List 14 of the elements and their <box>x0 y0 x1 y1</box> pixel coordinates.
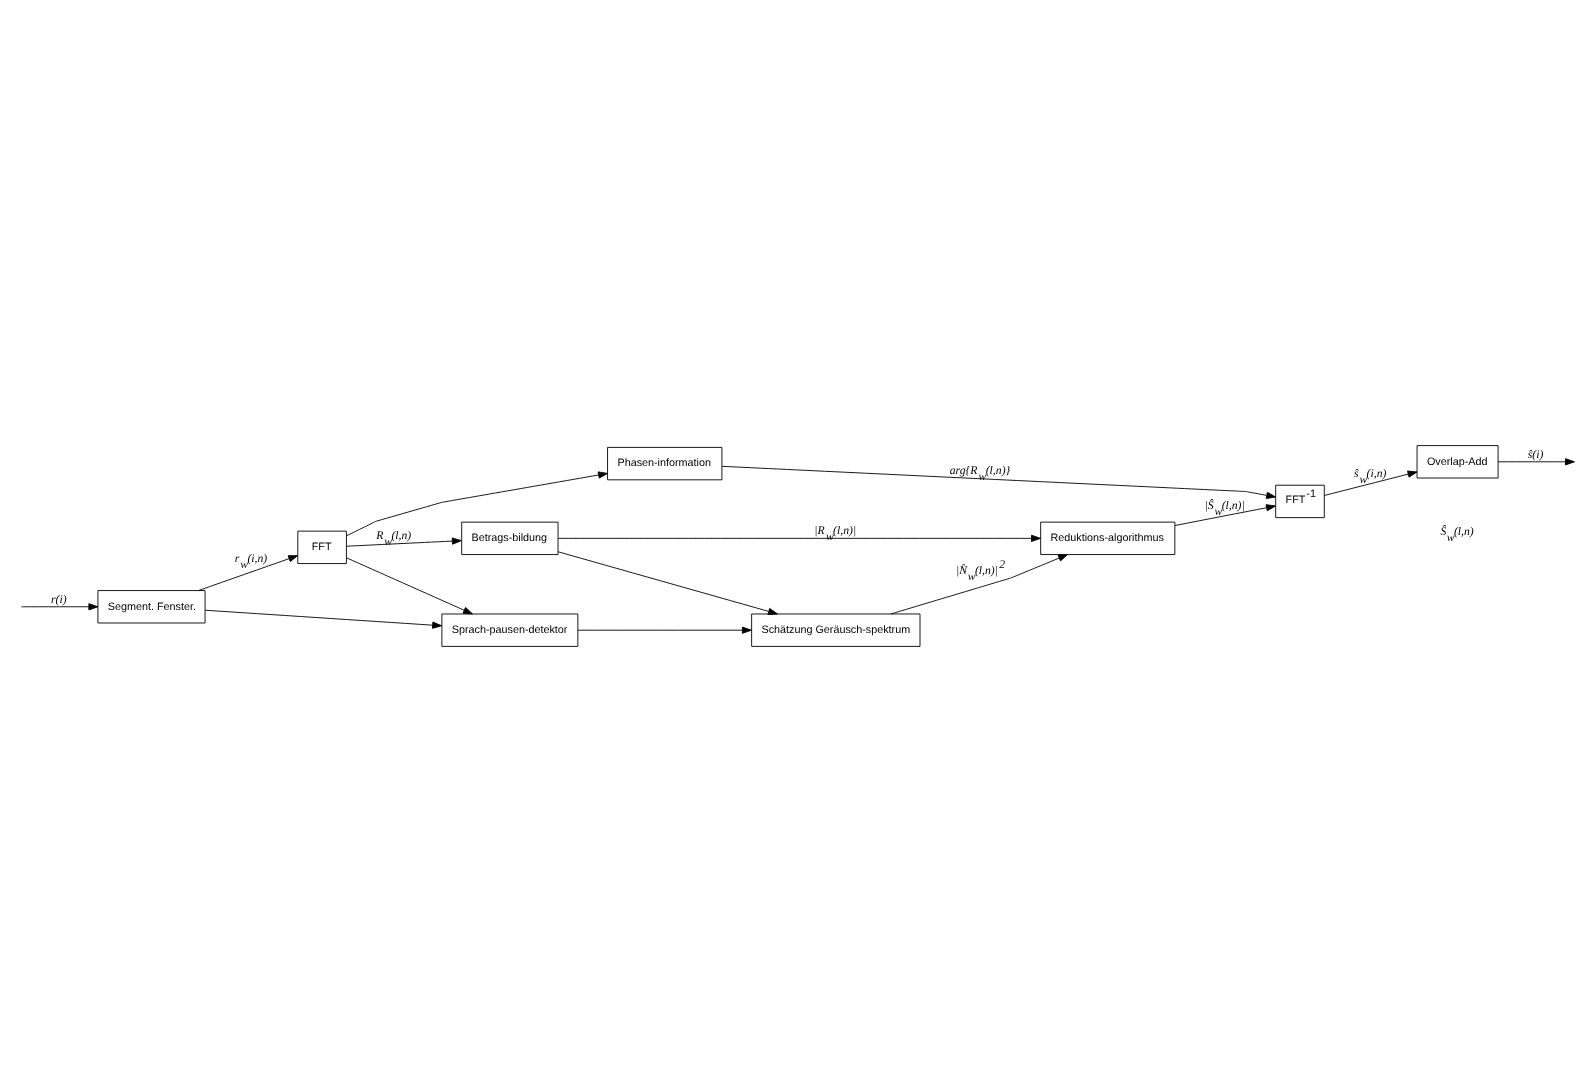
arrow <box>346 556 473 614</box>
arrow <box>198 554 299 590</box>
arrow <box>1174 503 1276 525</box>
arrow <box>890 553 1068 614</box>
arrow <box>346 536 462 546</box>
arrow <box>721 464 1277 498</box>
arrow <box>346 470 608 536</box>
arrow <box>1324 469 1418 495</box>
arrow <box>204 608 443 628</box>
arrow <box>557 550 778 614</box>
arrow <box>1497 457 1575 465</box>
arrow <box>21 602 99 610</box>
arrow <box>557 533 1041 541</box>
arrow <box>577 625 752 633</box>
